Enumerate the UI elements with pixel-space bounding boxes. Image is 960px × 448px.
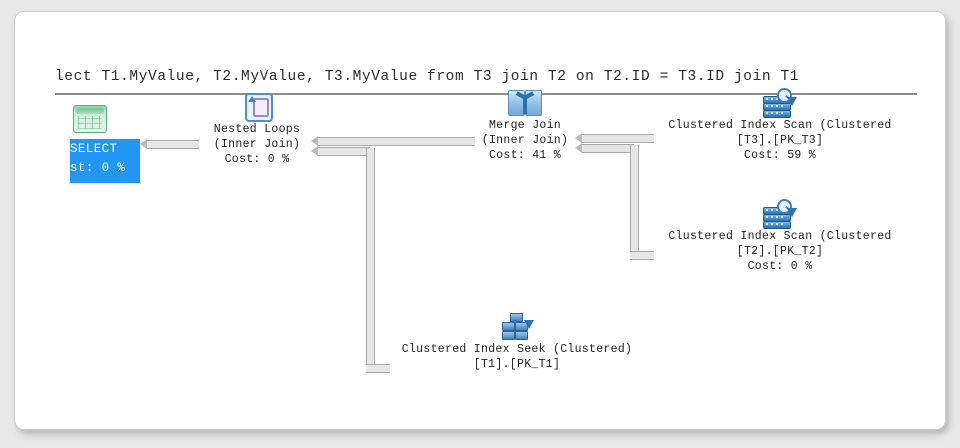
connector-t3scan-to-mergejoin: [582, 134, 654, 143]
merge-join-line-1: Merge Join: [488, 119, 561, 132]
connector-t2scan-horizontal-bottom: [630, 251, 654, 260]
clustered-index-scan-icon: [763, 88, 797, 118]
execution-plan-panel: lect T1.MyValue, T2.MyValue, T3.MyValue …: [14, 11, 946, 430]
select-node-highlight[interactable]: SELECT st: 0 %: [70, 139, 140, 183]
clustered-index-seek-icon: [501, 312, 534, 340]
plan-node-clustered-index-scan-t2[interactable]: Clustered Index Scan (Clustered [T2].[PK…: [642, 199, 918, 274]
nested-loops-caption: Nested Loops (Inner Join) Cost: 0 %: [187, 122, 327, 167]
seek-t1-line-2: [T1].[PK_T1]: [473, 358, 561, 371]
scan-t3-line-1: Clustered Index Scan (Clustered: [668, 119, 892, 132]
merge-join-icon: [508, 90, 542, 116]
connector-t2scan-vertical: [630, 145, 639, 255]
plan-node-clustered-index-scan-t3[interactable]: Clustered Index Scan (Clustered [T3].[PK…: [642, 88, 918, 163]
scan-t3-cost: Cost: 59 %: [743, 149, 816, 162]
scan-t2-cost: Cost: 0 %: [747, 260, 813, 273]
select-node-label: SELECT: [70, 142, 118, 156]
seek-t1-line-1: Clustered Index Seek (Clustered): [401, 343, 633, 356]
merge-join-cost: Cost: 41 %: [488, 149, 561, 162]
nested-loops-cost: Cost: 0 %: [224, 153, 290, 166]
nested-loops-line-1: Nested Loops: [213, 123, 301, 136]
nested-loops-line-2: (Inner Join): [213, 138, 301, 151]
plan-node-nested-loops[interactable]: Nested Loops (Inner Join) Cost: 0 %: [187, 92, 327, 167]
nested-loops-icon: [242, 92, 273, 122]
arrow-head-nestedloops-input-1: [311, 136, 318, 146]
select-result-icon: [73, 105, 107, 133]
seek-t1-caption: Clustered Index Seek (Clustered) [T1].[P…: [377, 342, 657, 372]
scan-t2-caption: Clustered Index Scan (Clustered [T2].[PK…: [642, 229, 918, 274]
select-node-cost: st: 0 %: [70, 161, 126, 175]
connector-seek-horizontal-bottom: [366, 364, 390, 373]
scan-t3-caption: Clustered Index Scan (Clustered [T3].[PK…: [642, 118, 918, 163]
clustered-index-scan-icon: [763, 199, 797, 229]
connector-t2scan-horizontal-top: [582, 144, 634, 153]
connector-seek-horizontal-top: [318, 147, 370, 156]
connector-nestedloops-to-select: [147, 140, 199, 149]
arrow-head-nestedloops-input-2: [311, 146, 318, 156]
scan-t2-line-1: Clustered Index Scan (Clustered: [668, 230, 892, 243]
query-divider: [55, 93, 917, 95]
connector-seek-vertical: [366, 148, 375, 370]
arrow-head-mergejoin-input-1: [575, 133, 582, 143]
scan-t2-line-2: [T2].[PK_T2]: [736, 245, 824, 258]
merge-join-caption: Merge Join (Inner Join) Cost: 41 %: [460, 118, 590, 163]
query-text: lect T1.MyValue, T2.MyValue, T3.MyValue …: [55, 69, 800, 85]
connector-mergejoin-to-nestedloops: [318, 137, 475, 146]
merge-join-line-2: (Inner Join): [481, 134, 569, 147]
arrow-head-mergejoin-input-2: [575, 143, 582, 153]
scan-t3-line-2: [T3].[PK_T3]: [736, 134, 824, 147]
plan-node-merge-join[interactable]: Merge Join (Inner Join) Cost: 41 %: [460, 90, 590, 163]
plan-node-clustered-index-seek-t1[interactable]: Clustered Index Seek (Clustered) [T1].[P…: [377, 312, 657, 372]
arrow-head-to-select: [140, 139, 147, 149]
